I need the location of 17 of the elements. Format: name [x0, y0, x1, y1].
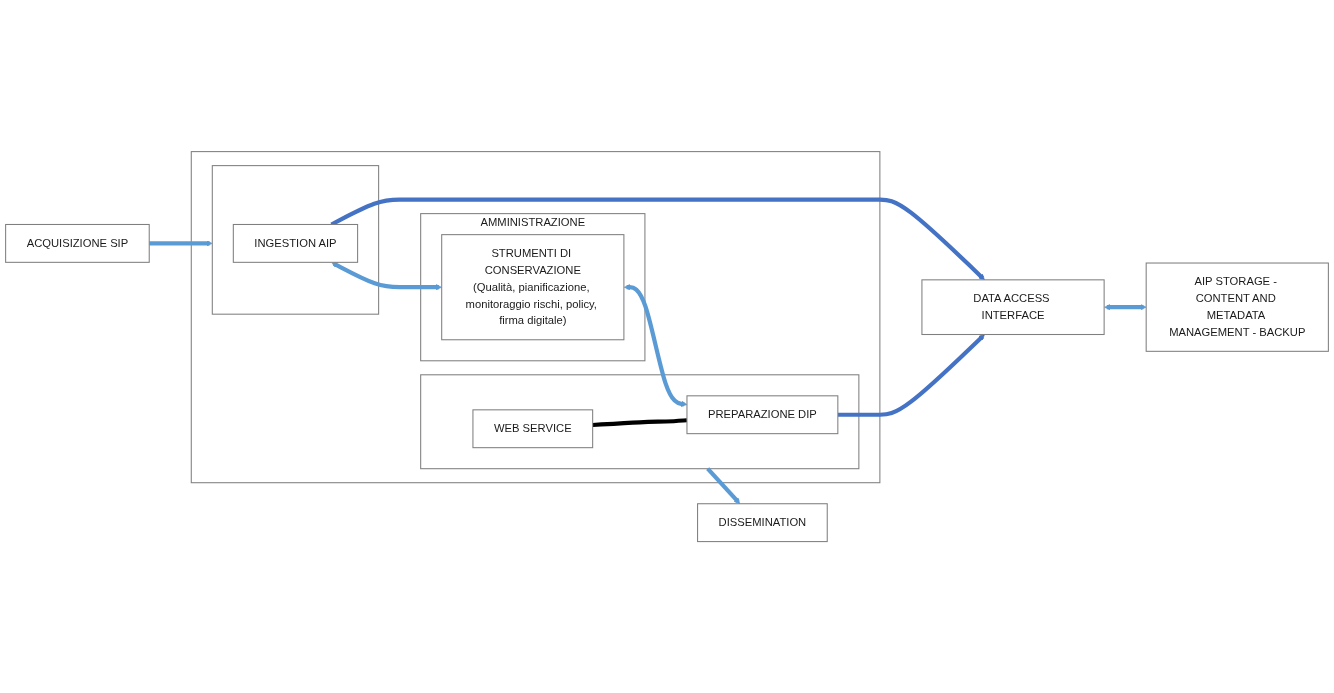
node-box: WEB SERVICE	[472, 409, 594, 449]
arrow	[330, 197, 985, 281]
arrow	[837, 334, 985, 417]
arrow	[149, 240, 213, 247]
arrow	[706, 467, 741, 504]
cluster	[211, 165, 380, 315]
node-box: DATA ACCESS INTERFACE	[921, 279, 1105, 335]
arrow	[1104, 304, 1147, 311]
node-box: STRUMENTI DI CONSERVAZIONE (Qualità, pianificazione, monitoraggio rischi, policy, firma digitale)	[441, 234, 625, 341]
node-box: DISSEMINATION	[697, 503, 828, 542]
cluster	[420, 374, 860, 470]
cluster	[190, 151, 881, 484]
node-box: AIP STORAGE - CONTENT AND METADATA MANAGEMENT - BACKUP	[1145, 262, 1329, 352]
node-box: INGESTION AIP	[232, 223, 359, 263]
node-box: ACQUISIZIONE SIP	[5, 223, 150, 263]
arrow	[331, 261, 442, 291]
node-box: PREPARAZIONE DIP	[686, 395, 839, 435]
